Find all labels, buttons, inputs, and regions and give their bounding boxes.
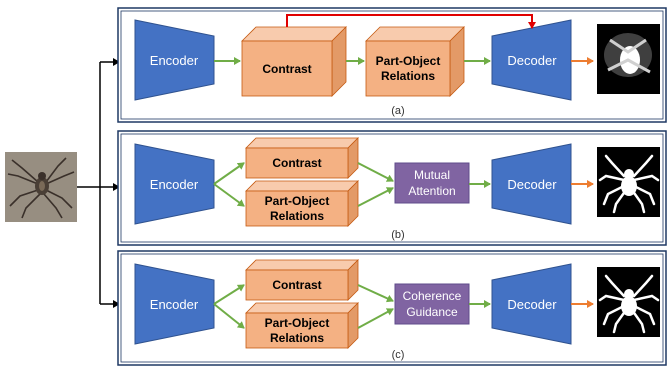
panel-label: (a) — [391, 105, 404, 117]
encoder-trapezoid — [134, 263, 215, 345]
encoder-label: Encoder — [150, 53, 199, 68]
arrow-partobject-guidance — [357, 308, 394, 329]
part-object-block: Part-Object Relations — [245, 302, 359, 349]
coherence-guidance-label-line2: Guidance — [406, 305, 458, 319]
panel-b: Encoder Contrast Part-Object Relations M… — [117, 130, 667, 246]
arrow-contrast-attention — [357, 162, 394, 182]
part-object-label-line2: Relations — [381, 69, 435, 83]
arrow-encoder-contrast — [213, 162, 245, 185]
decoder-trapezoid — [491, 143, 572, 225]
coherence-guidance-label-line1: Coherence — [403, 289, 462, 303]
part-object-label-line2: Relations — [270, 331, 324, 345]
mutual-attention-box: Mutual Attention — [394, 162, 470, 204]
contrast-block: Contrast — [241, 26, 347, 97]
decoder-label: Decoder — [507, 53, 557, 68]
part-object-label-line2: Relations — [270, 209, 324, 223]
coarse-spider-mask-icon — [597, 24, 660, 94]
coherence-guidance-box: Coherence Guidance — [394, 283, 470, 325]
part-object-block: Part-Object Relations — [245, 180, 359, 227]
encoder-label: Encoder — [150, 297, 199, 312]
part-object-block: Part-Object Relations — [365, 26, 465, 97]
encoder-trapezoid — [134, 143, 215, 225]
spider-photo-icon — [7, 157, 75, 219]
encoder-label: Encoder — [150, 177, 199, 192]
mutual-attention-label-line2: Attention — [408, 184, 455, 198]
contrast-label: Contrast — [272, 156, 321, 170]
arrow-encoder-partobject — [213, 183, 245, 207]
part-object-label-line1: Part-Object — [376, 54, 441, 68]
arrow-partobject-attention — [357, 187, 394, 207]
contrast-label: Contrast — [272, 278, 321, 292]
skip-connection-arrow — [286, 14, 536, 29]
arrow-contrast-guidance — [357, 284, 394, 303]
decoder-trapezoid — [491, 19, 572, 101]
arrow-encoder-partobject — [213, 303, 245, 329]
part-object-label-line1: Part-Object — [265, 316, 330, 330]
part-object-label-line1: Part-Object — [265, 194, 330, 208]
decoder-label: Decoder — [507, 177, 557, 192]
mutual-attention-label-line1: Mutual — [414, 168, 450, 182]
contrast-block: Contrast — [245, 259, 359, 301]
arrow-encoder-contrast — [213, 284, 245, 305]
panel-a: Encoder Contrast Part-Object Relations D… — [117, 7, 667, 123]
spider-mask-icon — [597, 267, 660, 337]
panel-label: (b) — [391, 229, 404, 241]
panel-label: (c) — [392, 349, 405, 361]
contrast-label: Contrast — [262, 62, 311, 76]
decoder-trapezoid — [491, 263, 572, 345]
contrast-block: Contrast — [245, 137, 359, 179]
decoder-label: Decoder — [507, 297, 557, 312]
panel-c: Encoder Contrast Part-Object Relations C… — [117, 250, 667, 366]
encoder-trapezoid — [134, 19, 215, 101]
input-spider-image — [5, 152, 77, 222]
input-branch-arrows — [77, 58, 120, 308]
spider-mask-icon — [597, 147, 660, 217]
